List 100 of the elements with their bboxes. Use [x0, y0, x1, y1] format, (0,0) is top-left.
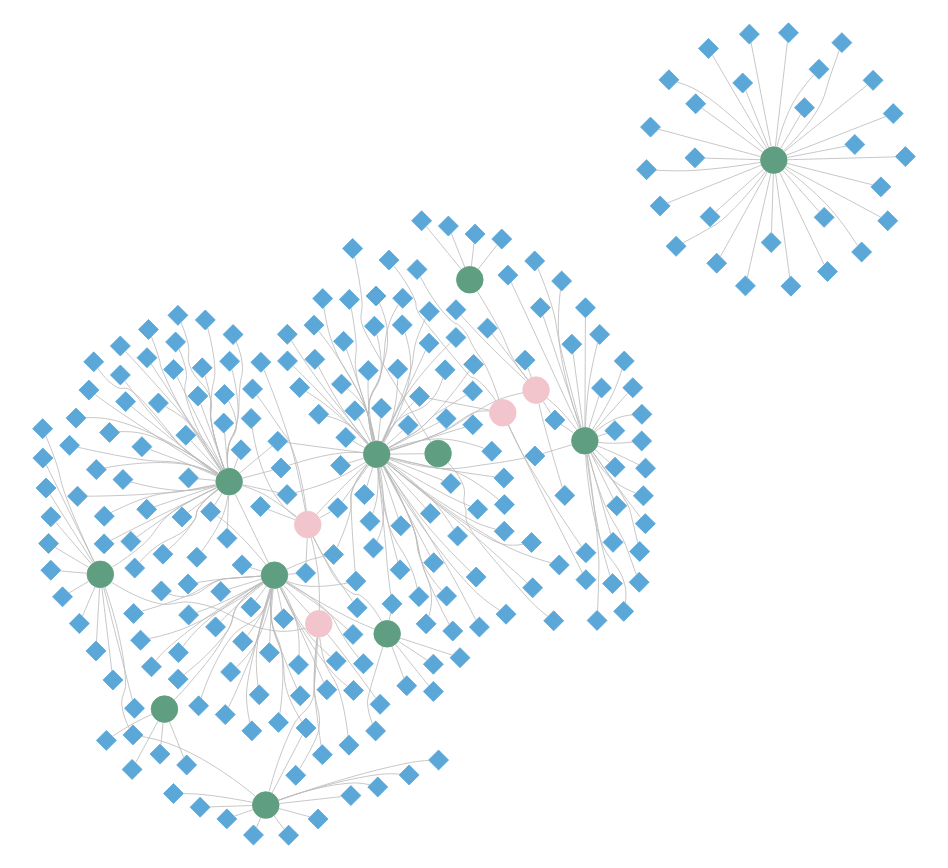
connector — [246, 587, 272, 636]
node-diamond — [136, 498, 158, 520]
connector — [241, 485, 297, 517]
node-diamond — [493, 520, 515, 542]
node-diamond — [331, 373, 352, 395]
connector — [281, 586, 300, 656]
node-diamond — [419, 503, 441, 524]
connector — [49, 493, 94, 564]
node-diamond — [415, 613, 437, 635]
node-circle — [571, 427, 599, 455]
node-diamond — [365, 720, 386, 742]
connector — [383, 465, 450, 625]
node-diamond — [604, 420, 626, 442]
connector — [178, 348, 222, 471]
node-diamond — [345, 570, 367, 592]
node-diamond — [243, 824, 264, 846]
connector — [377, 417, 381, 442]
node-diamond — [343, 680, 364, 701]
connector — [196, 575, 262, 583]
connector — [96, 587, 100, 642]
connector — [242, 484, 280, 494]
connector — [196, 581, 263, 613]
node-diamond — [698, 38, 719, 59]
connector — [477, 244, 498, 270]
node-diamond — [311, 744, 333, 766]
connector — [427, 397, 490, 411]
node-diamond — [176, 754, 198, 776]
node-diamond — [124, 557, 146, 579]
node-diamond — [167, 642, 189, 663]
connector — [593, 392, 629, 431]
connector — [389, 457, 500, 501]
node-diamond — [442, 620, 464, 642]
node-diamond — [636, 159, 657, 181]
node-diamond — [124, 697, 145, 719]
connector — [241, 469, 274, 479]
connector — [305, 391, 368, 445]
node-diamond — [230, 439, 252, 461]
node-diamond — [188, 695, 209, 717]
connector — [584, 317, 586, 428]
connector — [572, 353, 584, 428]
connector — [352, 440, 366, 449]
node-diamond — [149, 743, 171, 765]
connector — [160, 721, 164, 746]
node-circle — [294, 510, 322, 539]
node-diamond — [102, 669, 124, 691]
connector — [470, 242, 475, 267]
node-diamond — [273, 608, 295, 630]
connector — [655, 161, 761, 172]
node-diamond — [163, 783, 184, 804]
node-diamond — [602, 531, 624, 553]
connector — [597, 432, 608, 437]
connector — [249, 566, 262, 572]
connector — [395, 644, 430, 687]
node-diamond — [699, 206, 721, 228]
node-diamond — [548, 554, 570, 576]
connector — [269, 588, 274, 643]
connector — [784, 167, 858, 246]
connector — [510, 281, 580, 429]
node-diamond — [175, 424, 197, 446]
connector — [585, 454, 627, 604]
connector — [276, 588, 283, 611]
node-diamond — [258, 642, 280, 663]
connector — [387, 461, 471, 507]
node-diamond — [463, 354, 485, 375]
connector — [305, 537, 308, 564]
node-diamond — [231, 554, 253, 576]
node-diamond — [409, 386, 430, 407]
connector — [592, 451, 639, 544]
connector — [460, 314, 527, 381]
node-diamond — [109, 364, 131, 386]
node-diamond — [325, 650, 347, 672]
node-diamond — [109, 335, 131, 357]
connector — [389, 458, 444, 481]
node-diamond — [794, 97, 815, 119]
node-diamond — [392, 287, 414, 309]
connector — [226, 341, 243, 469]
node-diamond — [369, 693, 391, 715]
node-diamond — [631, 403, 653, 425]
connector — [719, 171, 768, 258]
connector — [45, 464, 95, 563]
connector — [594, 449, 610, 463]
node-diamond — [586, 610, 608, 631]
connector — [216, 515, 267, 566]
connector — [383, 465, 472, 573]
connector — [210, 805, 253, 808]
node-diamond — [497, 264, 519, 286]
connector — [168, 575, 262, 598]
connector — [285, 582, 375, 630]
node-diamond — [649, 195, 671, 217]
connector — [597, 441, 633, 444]
node-diamond — [165, 331, 186, 353]
connector — [377, 467, 418, 589]
connector — [745, 89, 770, 148]
node-diamond — [390, 515, 412, 537]
connector — [383, 465, 432, 617]
node-diamond — [575, 297, 596, 319]
connector — [200, 403, 225, 470]
node-diamond — [333, 330, 354, 352]
connector — [139, 488, 219, 563]
node-diamond — [270, 457, 292, 479]
